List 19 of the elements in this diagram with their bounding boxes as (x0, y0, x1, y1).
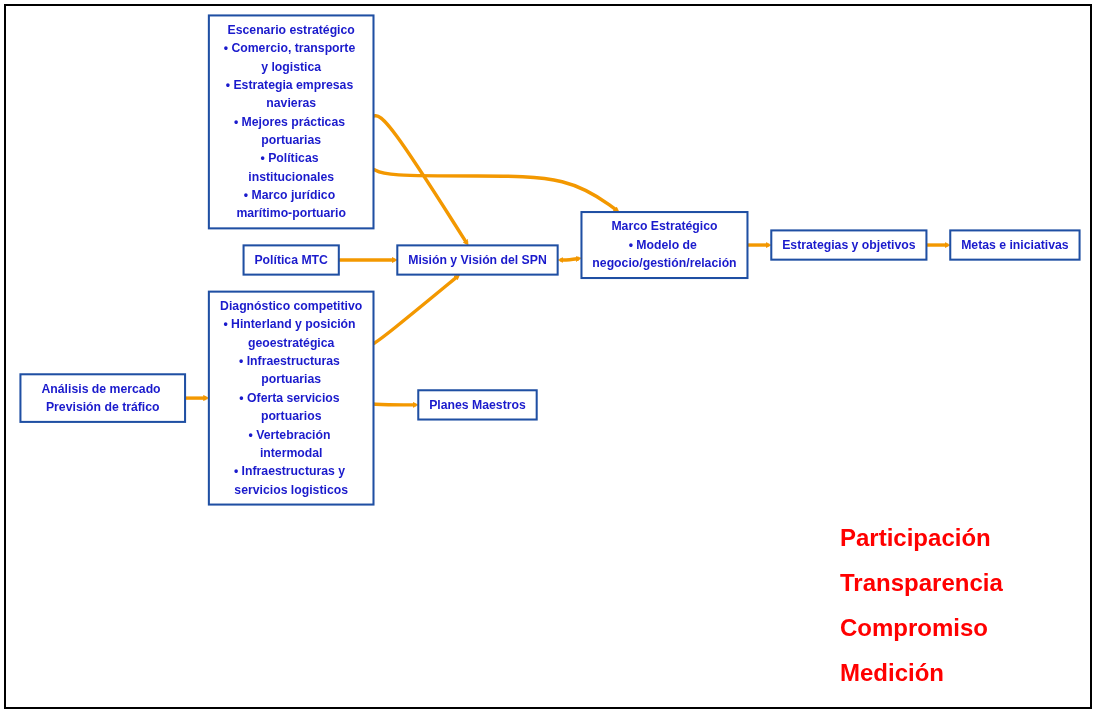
arrow (338, 257, 398, 263)
node-box: Análisis de mercado Previsión de tráfico (19, 373, 187, 423)
arrow (747, 242, 772, 249)
arrow (373, 401, 419, 408)
node-box: Escenario estratégico • Comercio, transporte y logistica • Estrategia empresas navieras • Mejores prácticas portuarias • Políticas institucionales • Marco jurídico marítimo-portuario (207, 14, 375, 230)
node-box: Diagnóstico competitivo • Hinterland y posición geoestratégica • Infraestructuras portuarias • Oferta servicios portuarios • Vertebración intermodal • Infraestructuras y servicios logisticos (207, 290, 375, 506)
node-box: Política MTC (242, 244, 340, 276)
node-box: Misión y Visión del SPN (396, 244, 559, 276)
node-box: Estrategias y objetivos (770, 229, 928, 261)
arrow (373, 114, 469, 246)
arrow (557, 256, 582, 263)
node-box: Metas e iniciativas (949, 229, 1081, 261)
value-word: Medición (840, 658, 944, 688)
node-box: Planes Maestros (417, 389, 538, 421)
value-word: Participación (840, 523, 991, 553)
value-word: Compromiso (840, 613, 988, 643)
value-word: Transparencia (840, 568, 1003, 598)
node-box: Marco Estratégico • Modelo de negocio/gestión/relación (580, 211, 749, 280)
arrow (926, 242, 951, 249)
